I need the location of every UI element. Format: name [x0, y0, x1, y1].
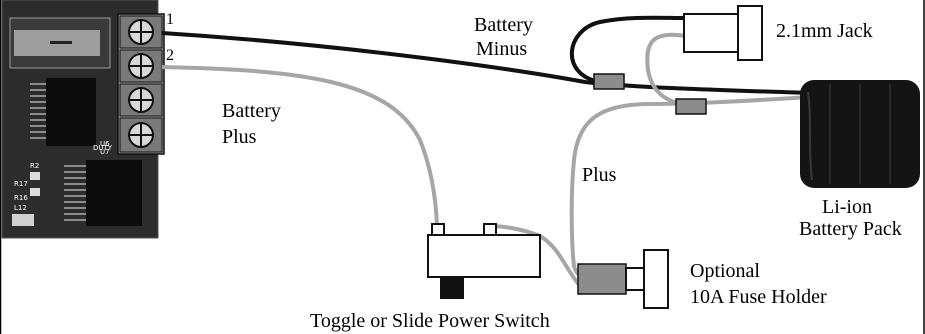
pcb-relay-dash: [50, 41, 72, 44]
smd-l12: [12, 214, 34, 226]
smd-r2: [30, 172, 40, 180]
label-pack-line1: Li-ion: [822, 196, 872, 218]
terminal-screw-2: [119, 49, 163, 83]
dc-jack: [683, 5, 763, 61]
ic-lower: [86, 160, 142, 226]
power-switch: [427, 223, 541, 299]
wire-battery-minus: [161, 31, 811, 95]
wire-plus: [569, 95, 811, 278]
label-battery-minus-line1: Battery: [474, 14, 533, 36]
label-battery-minus-line2: Minus: [476, 38, 528, 60]
battery-shading: [807, 91, 813, 181]
label-jack: 2.1mm Jack: [776, 20, 873, 42]
pcb-label-u7: U7: [100, 148, 110, 156]
terminal-screw-3: [119, 83, 163, 117]
fuse-holder-sleeve: [577, 263, 627, 295]
terminal-screw-1: [119, 15, 163, 49]
label-switch: Toggle or Slide Power Switch: [310, 310, 550, 332]
pcb-label-u6: U6: [100, 140, 110, 148]
pcb-label-r17: R17: [14, 180, 28, 188]
pcb-label-r16: R16: [14, 194, 28, 202]
terminal-number-1: 1: [166, 11, 174, 28]
battery-cell-lines: [829, 84, 891, 184]
wire-jack-minus: [569, 15, 687, 84]
battery-pack: [800, 80, 920, 188]
label-fuse-line1: Optional: [690, 260, 760, 282]
terminal-block: [117, 13, 165, 155]
dc-jack-flange: [737, 5, 763, 61]
dc-jack-body: [683, 13, 739, 53]
wire-jack-plus: [645, 32, 691, 108]
fuse-holder: [577, 249, 669, 309]
terminal-screw-4: [119, 117, 163, 153]
wire-battery-plus: [161, 65, 439, 227]
label-fuse-line2: 10A Fuse Holder: [690, 286, 827, 308]
label-pack-line2: Battery Pack: [799, 218, 902, 240]
ic-upper: [46, 78, 96, 146]
splice-minus: [593, 73, 625, 90]
switch-body: [427, 234, 541, 278]
terminal-number-2: 2: [166, 47, 174, 64]
ic-upper-pins: [30, 83, 46, 139]
pcb-label-duty: DUTY: [93, 144, 113, 152]
label-plus: Plus: [582, 164, 617, 186]
fuse-holder-cap: [643, 249, 669, 309]
splice-plus: [675, 98, 707, 115]
switch-actuator: [440, 277, 464, 299]
ic-lower-pins: [64, 165, 86, 221]
label-battery-plus-line2: Plus: [222, 126, 257, 148]
pcb-label-l12: L12: [14, 204, 27, 212]
smd-r17: [30, 188, 40, 196]
label-battery-plus-line1: Battery: [222, 100, 281, 122]
pcb-label-r2: R2: [30, 162, 39, 170]
